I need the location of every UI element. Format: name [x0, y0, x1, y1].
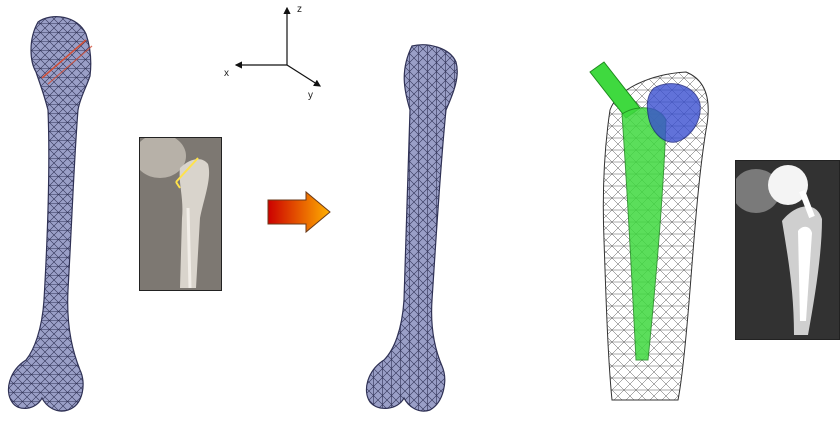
right-arrow-icon — [266, 190, 332, 234]
y-axis-label: y — [308, 90, 313, 101]
xray-hip-postop — [735, 160, 840, 340]
coordinate-axes: z x y — [222, 2, 332, 102]
z-axis-label: z — [297, 4, 302, 15]
implant-wireframe-model — [582, 60, 716, 402]
x-axis-label: x — [224, 68, 229, 79]
femur-mesh-original — [0, 10, 120, 420]
femur-shape — [8, 17, 90, 411]
coordinate-axes-icon — [222, 2, 332, 102]
femur-mesh-resected — [360, 40, 470, 420]
xray-hip-preop — [139, 137, 222, 291]
